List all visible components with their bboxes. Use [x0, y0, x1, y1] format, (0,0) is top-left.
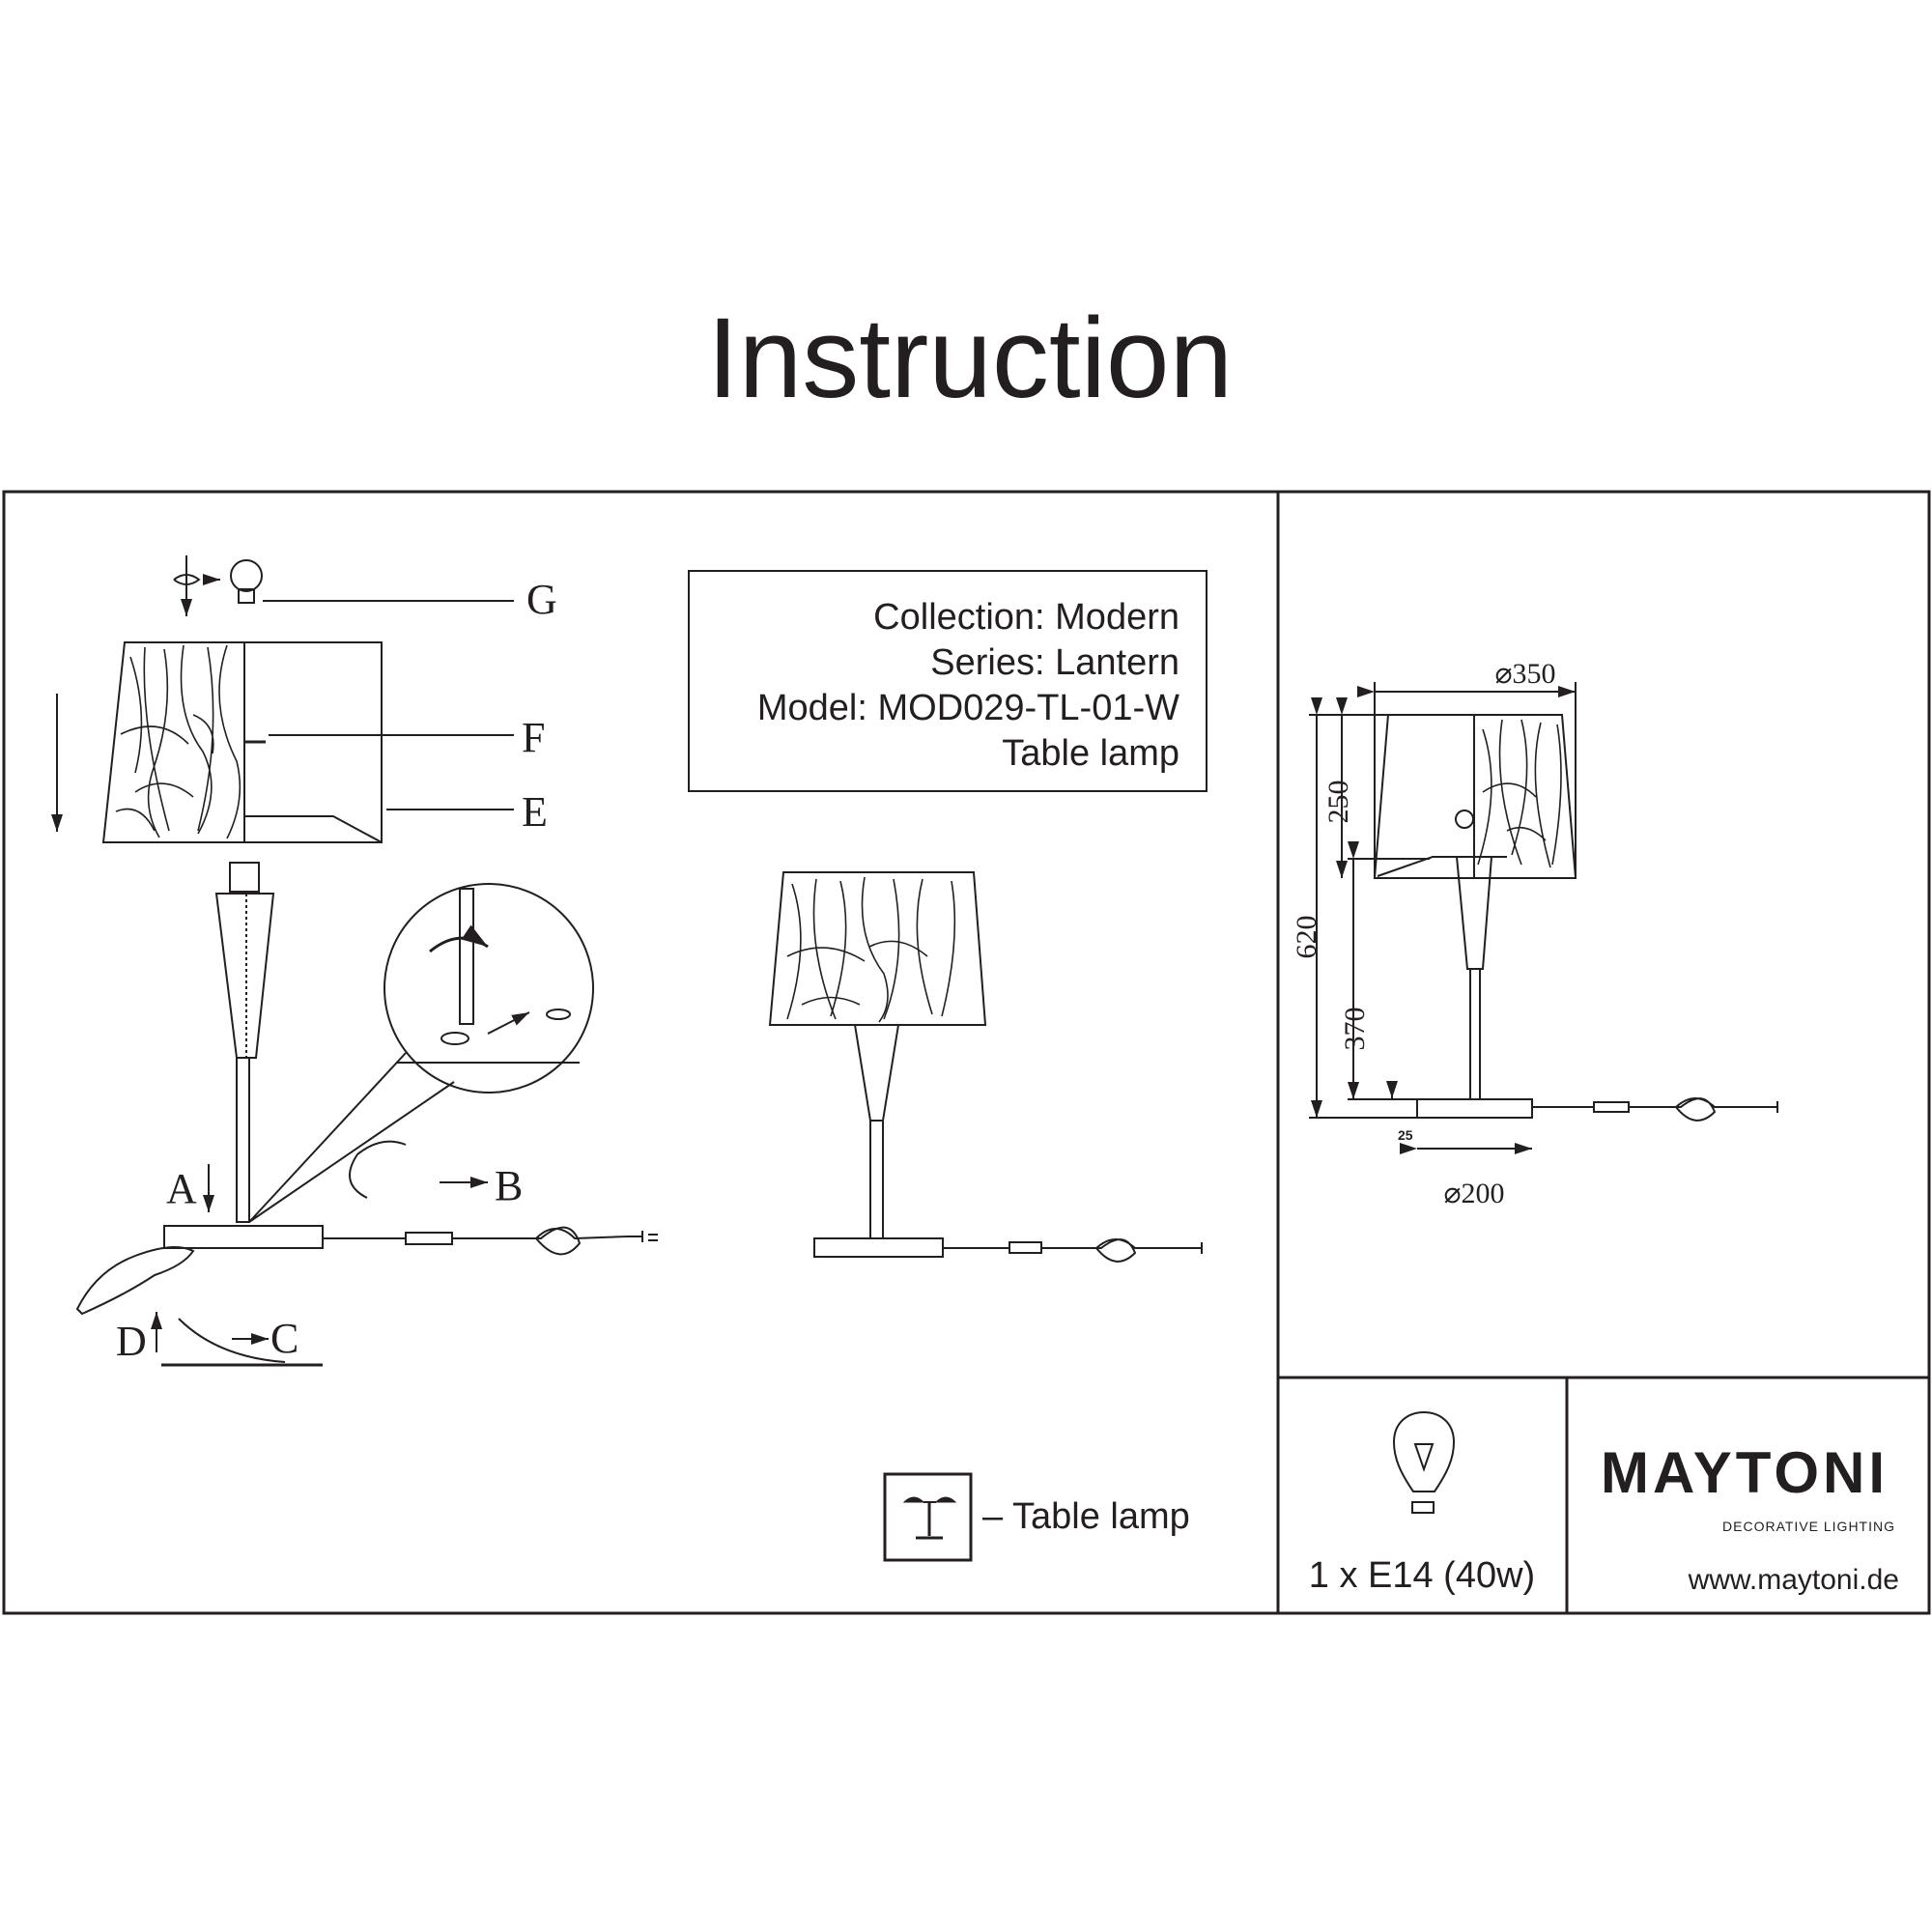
label-f: F — [522, 714, 545, 761]
lamp-shade — [101, 641, 383, 843]
bulb-spec-label: 1 x E14 (40w) — [1309, 1555, 1535, 1596]
switch — [405, 1232, 453, 1245]
dim-base-diameter: ⌀200 — [1443, 1178, 1504, 1209]
dim-base-height: 25 — [1398, 1127, 1413, 1143]
type-label: Table lamp — [1002, 733, 1179, 774]
dim-shade-diameter: ⌀350 — [1494, 658, 1555, 690]
label-g: G — [526, 576, 557, 623]
label-e: E — [522, 788, 548, 836]
light-bulb-icon — [1392, 1410, 1456, 1514]
product-view — [768, 871, 1203, 1263]
dim-base-to-shade: 370 — [1339, 1008, 1371, 1051]
page-title: Instruction — [707, 295, 1233, 422]
hand-icon — [349, 1140, 407, 1199]
bulb-rotate-icon — [173, 555, 220, 616]
brand-block: MAYTONI DECORATIVE LIGHTING www.maytoni.… — [1601, 1440, 1899, 1596]
series-label: Series: Lantern — [930, 642, 1179, 683]
assembly-drawing: G F E A B D — [51, 555, 658, 1367]
brand-tagline: DECORATIVE LIGHTING — [1722, 1519, 1895, 1534]
bulb-spec: 1 x E14 (40w) — [1309, 1410, 1535, 1596]
label-b: B — [495, 1162, 523, 1209]
label-d: D — [116, 1318, 147, 1365]
dimension-drawing: ⌀350 620 250 370 25 ⌀200 — [1291, 658, 1778, 1209]
label-a: A — [166, 1165, 197, 1212]
detail-circle — [384, 883, 594, 1094]
lamp-base — [163, 1225, 324, 1249]
plug-icon — [628, 1231, 658, 1242]
dim-shade-height: 250 — [1322, 781, 1354, 824]
shade-pattern — [115, 644, 242, 839]
brand-website[interactable]: www.maytoni.de — [1688, 1564, 1899, 1596]
legend-label: – Table lamp — [982, 1496, 1190, 1537]
sheet-frame — [2, 490, 1931, 1615]
model-label: Model: MOD029-TL-01-W — [757, 688, 1179, 728]
dim-total-height: 620 — [1291, 916, 1322, 959]
brand-logo: MAYTONI — [1601, 1440, 1889, 1505]
bulb-icon — [230, 559, 263, 604]
product-info-box: Collection: Modern Series: Lantern Model… — [688, 570, 1208, 792]
table-lamp-icon — [902, 1496, 957, 1540]
hand-icon — [75, 1246, 195, 1316]
table-lamp-legend: – Table lamp — [883, 1472, 1190, 1562]
label-c: C — [270, 1315, 298, 1362]
collection-label: Collection: Modern — [873, 597, 1179, 638]
